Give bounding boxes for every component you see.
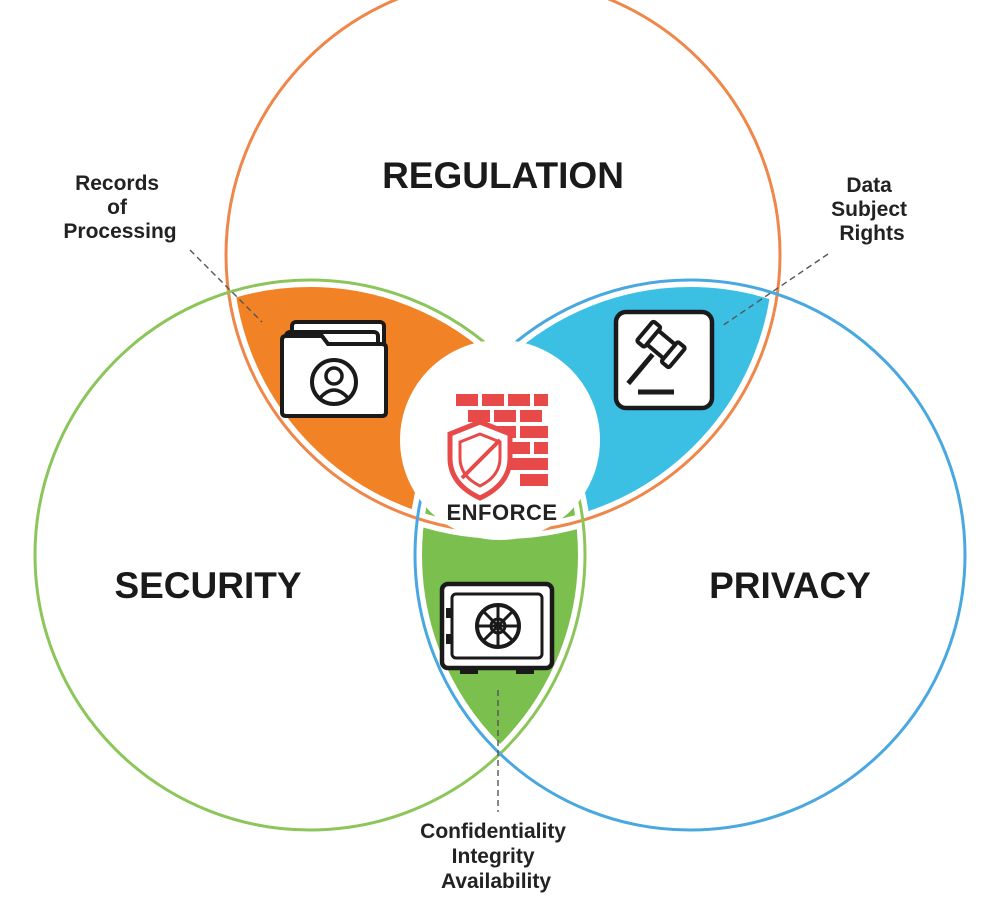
gavel-icon: [613, 309, 715, 411]
cia-callout: Confidentiality Integrity Availability: [420, 820, 572, 893]
dsr-leader: [721, 253, 829, 327]
records-leader: [189, 249, 263, 323]
safe-vault-icon: [439, 581, 555, 674]
firewall-shield-icon: [447, 394, 548, 501]
records-callout: Records of Processing: [63, 172, 176, 243]
records-folder-icon: [280, 320, 388, 418]
regulation-label: REGULATION: [382, 155, 624, 196]
privacy-label: PRIVACY: [709, 565, 871, 606]
enforce-label: ENFORCE: [446, 500, 557, 525]
security-label: SECURITY: [114, 565, 301, 606]
dsr-callout: Data Subject Rights: [831, 174, 913, 245]
